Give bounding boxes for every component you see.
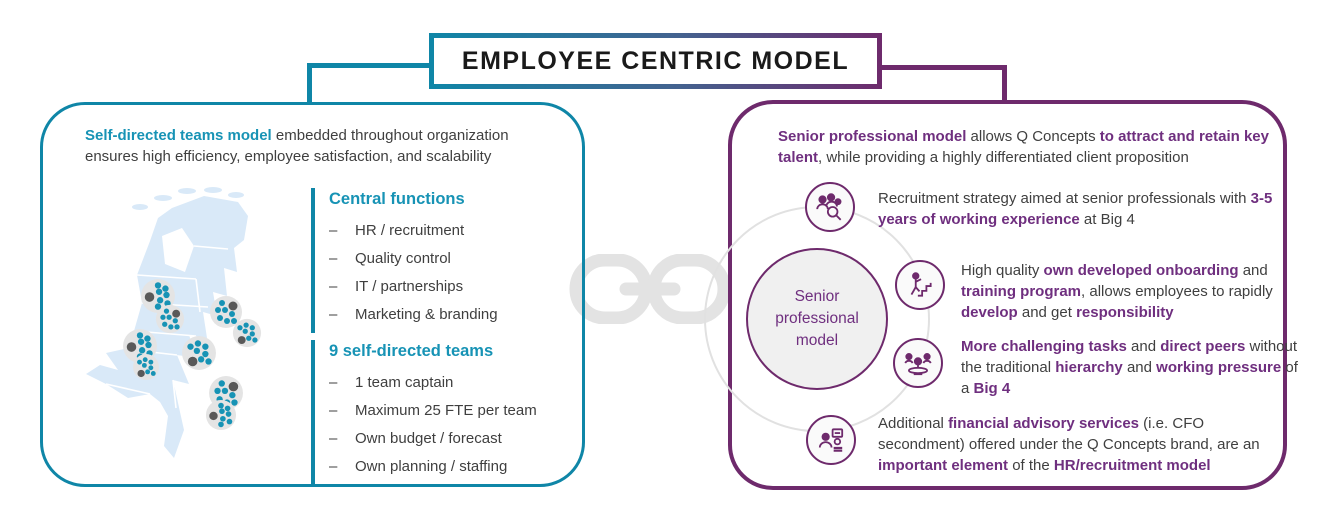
list-item: –Own budget / forecast: [329, 430, 502, 447]
self-directed-teams-heading: 9 self-directed teams: [329, 342, 494, 360]
title-connector-right-vertical: [1002, 65, 1007, 102]
senior-professional-model-circle: Senior professional model: [746, 248, 888, 390]
central-functions-heading: Central functions: [329, 190, 465, 208]
bullet-advisory: Additional financial advisory services (…: [878, 415, 1260, 474]
central-functions-section: Central functions –HR / recruitment –Qua…: [311, 188, 569, 333]
title-connector-right-horizontal: [880, 65, 1007, 70]
netherlands-map: [86, 187, 262, 458]
center-circle-label: Senior professional model: [775, 288, 859, 349]
title-connector-left-horizontal: [307, 63, 432, 68]
bullet-challenging-tasks: More challenging tasks and direct peers …: [961, 338, 1298, 397]
team-search-icon: [805, 182, 855, 232]
list-item: –Marketing & branding: [329, 306, 498, 323]
advisory-services-icon: [806, 415, 856, 465]
list-item: –Quality control: [329, 250, 451, 267]
left-panel-intro: Self-directed teams model embedded throu…: [85, 127, 509, 165]
page-title: EMPLOYEE CENTRIC MODEL: [434, 38, 877, 84]
right-panel-intro: Senior professional model allows Q Conce…: [778, 128, 1269, 166]
career-stairs-icon: [895, 260, 945, 310]
self-directed-teams-list: –1 team captain –Maximum 25 FTE per team…: [329, 369, 579, 481]
central-functions-list: –HR / recruitment –Quality control –IT /…: [329, 217, 569, 329]
list-item: –IT / partnerships: [329, 278, 464, 295]
chain-link-watermark-icon: [569, 254, 731, 324]
title-connector-left-vertical: [307, 63, 312, 104]
peer-meeting-icon: [893, 338, 943, 388]
senior-professional-panel: Senior professional model allows Q Conce…: [704, 100, 1298, 490]
bullet-recruitment: Recruitment strategy aimed at senior pro…: [878, 190, 1273, 228]
title-box: EMPLOYEE CENTRIC MODEL: [429, 33, 882, 89]
self-directed-teams-panel: Self-directed teams model embedded throu…: [40, 102, 585, 487]
bullet-onboarding: High quality own developed onboarding an…: [961, 262, 1273, 321]
list-item: –1 team captain: [329, 374, 454, 391]
list-item: –HR / recruitment: [329, 222, 465, 239]
list-item: –Maximum 25 FTE per team: [329, 402, 537, 419]
list-item: –Own planning / staffing: [329, 458, 508, 475]
self-directed-teams-section: 9 self-directed teams –1 team captain –M…: [311, 340, 579, 485]
